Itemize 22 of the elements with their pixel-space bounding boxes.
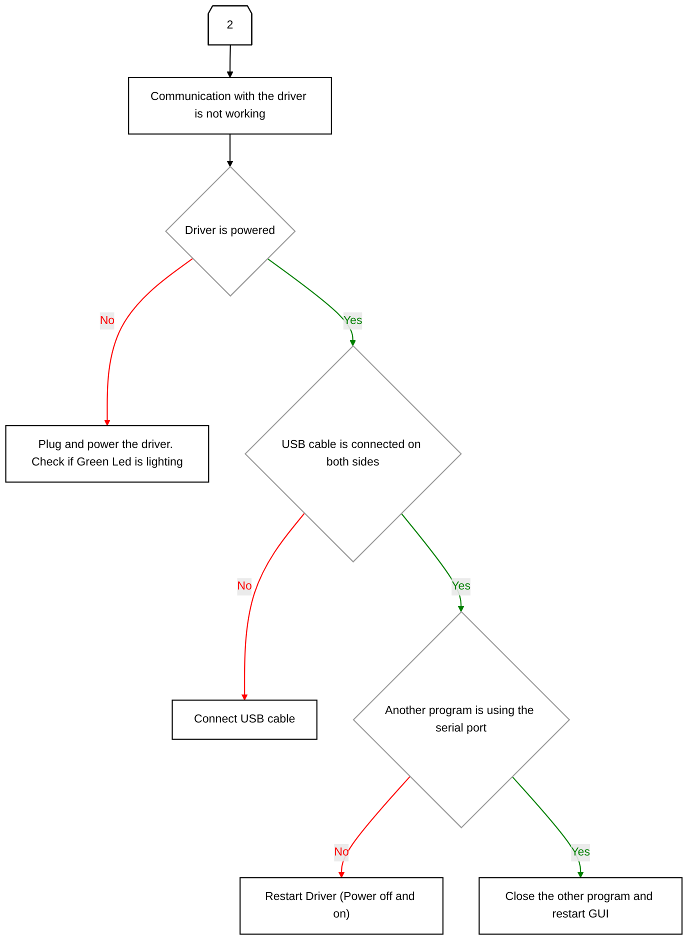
node-box: Plug and power the driver. Check if Green Led is lighting <box>5 425 210 483</box>
arrow <box>400 513 464 612</box>
edge-label: Yes <box>571 846 590 858</box>
edge-label: Yes <box>452 580 471 593</box>
arrow <box>241 513 305 700</box>
node-box: Communication with the driver is not working <box>128 76 332 135</box>
node-box: Connect USB cable <box>172 700 318 740</box>
edge-label: No <box>100 314 115 327</box>
arrow <box>226 45 234 78</box>
node-diamond: Another program is using the serial port <box>352 611 570 828</box>
arrow <box>104 258 194 426</box>
node-diamond: USB cable is connected on both sides <box>244 345 462 563</box>
node-box: Close the other program and restart GUI <box>478 877 683 935</box>
arrow <box>267 258 356 346</box>
edge-label: Yes <box>343 314 362 327</box>
node-box: Restart Driver (Power off and on) <box>240 877 444 935</box>
edge-label: No <box>334 846 350 858</box>
node-diamond: Driver is powered <box>165 166 296 297</box>
arrow <box>338 776 410 878</box>
arrow <box>226 134 234 167</box>
arrow <box>512 776 584 878</box>
edge-label: No <box>237 580 252 593</box>
